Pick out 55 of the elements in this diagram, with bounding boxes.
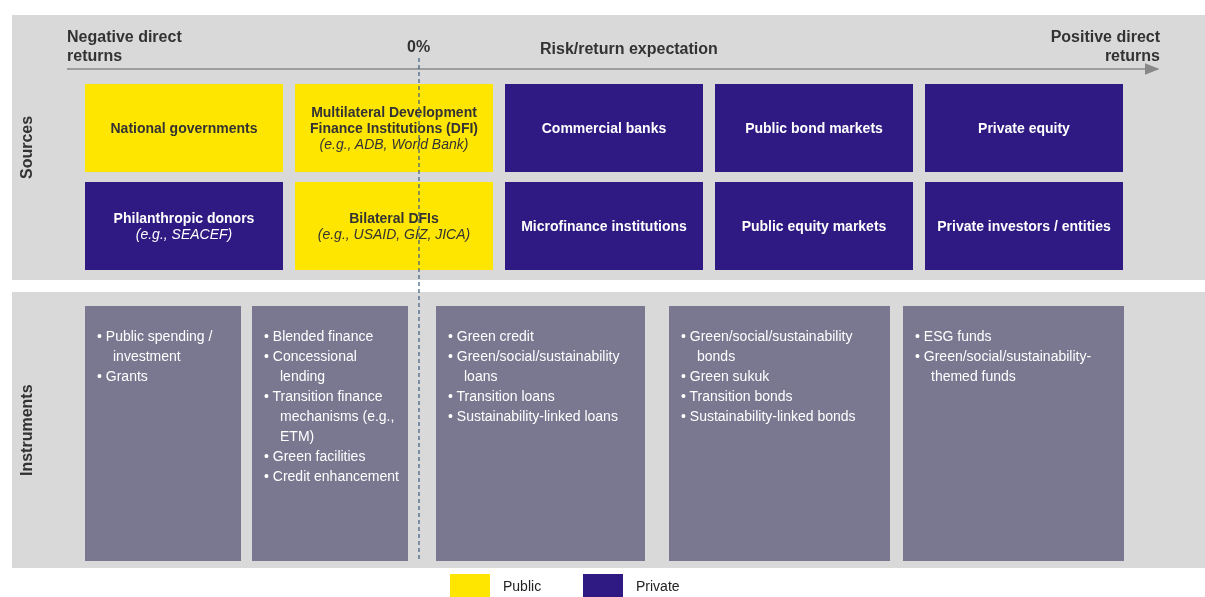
source-box bbox=[85, 84, 283, 172]
section-label: Sources bbox=[18, 114, 36, 182]
panel-background bbox=[12, 15, 1205, 280]
source-box bbox=[925, 84, 1123, 172]
source-box bbox=[85, 182, 283, 270]
source-name: Commercial banks bbox=[541, 120, 667, 136]
example-text: (e.g., USAID, GIZ, JICA) bbox=[317, 226, 471, 242]
source-name: Public equity markets bbox=[741, 218, 887, 234]
list-item: • Grants bbox=[97, 367, 149, 386]
instrument-card bbox=[85, 306, 241, 561]
source-box bbox=[925, 182, 1123, 270]
instrument-card bbox=[436, 306, 645, 561]
example-text: (e.g., ADB, World Bank) bbox=[319, 136, 469, 152]
list-item: • Transition bonds bbox=[681, 387, 794, 406]
source-box bbox=[295, 84, 493, 172]
panel-background bbox=[12, 292, 1205, 568]
list-item: • Concessional lending bbox=[264, 347, 358, 386]
legend-label: Private bbox=[636, 578, 680, 594]
source-box bbox=[715, 84, 913, 172]
source-name: National governments bbox=[110, 120, 258, 136]
list-item: • Green/social/sustainability-themed funds bbox=[915, 347, 1093, 386]
list-item: • Green facilities bbox=[264, 447, 367, 466]
list-item: • Green/social/sustainability bonds bbox=[681, 327, 854, 366]
list-item: • Green/social/sustainability loans bbox=[448, 347, 621, 386]
list-item: • Sustainability-linked bonds bbox=[681, 407, 857, 426]
source-name: Philanthropic donors bbox=[113, 210, 255, 226]
legend-label: Public bbox=[503, 578, 542, 594]
source-box bbox=[505, 182, 703, 270]
axis-label: Positive direct returns bbox=[1049, 27, 1160, 65]
list-item: • Sustainability-linked loans bbox=[448, 407, 619, 426]
list-item: • ESG funds bbox=[915, 327, 993, 346]
source-box bbox=[715, 182, 913, 270]
list-item: • Public spending / investment bbox=[97, 327, 214, 366]
example-text: (e.g., SEACEF) bbox=[135, 226, 233, 242]
source-box bbox=[295, 182, 493, 270]
instrument-card bbox=[903, 306, 1124, 561]
list-item: • Credit enhancement bbox=[264, 467, 400, 486]
instrument-card bbox=[669, 306, 890, 561]
list-item: • Blended finance bbox=[264, 327, 375, 346]
source-name: Bilateral DFIs bbox=[349, 210, 439, 226]
axis-label: Negative direct returns bbox=[67, 27, 183, 65]
list-item: • Green sukuk bbox=[681, 367, 771, 386]
list-item: • Transition finance mechanisms (e.g., ETM) bbox=[264, 387, 396, 446]
axis-label: 0% bbox=[407, 37, 431, 56]
section-label: Instruments bbox=[18, 383, 36, 478]
axis-label: Risk/return expectation bbox=[540, 39, 718, 58]
source-name: Private equity bbox=[978, 120, 1070, 136]
source-box bbox=[505, 84, 703, 172]
source-name: Private investors / entities bbox=[937, 218, 1111, 234]
source-name: Public bond markets bbox=[745, 120, 883, 136]
source-name: Microfinance institutions bbox=[521, 218, 687, 234]
list-item: • Transition loans bbox=[448, 387, 556, 406]
source-name: Multilateral Development Finance Institutions (DFI) bbox=[309, 104, 479, 136]
list-item: • Green credit bbox=[448, 327, 535, 346]
instrument-card bbox=[252, 306, 408, 561]
